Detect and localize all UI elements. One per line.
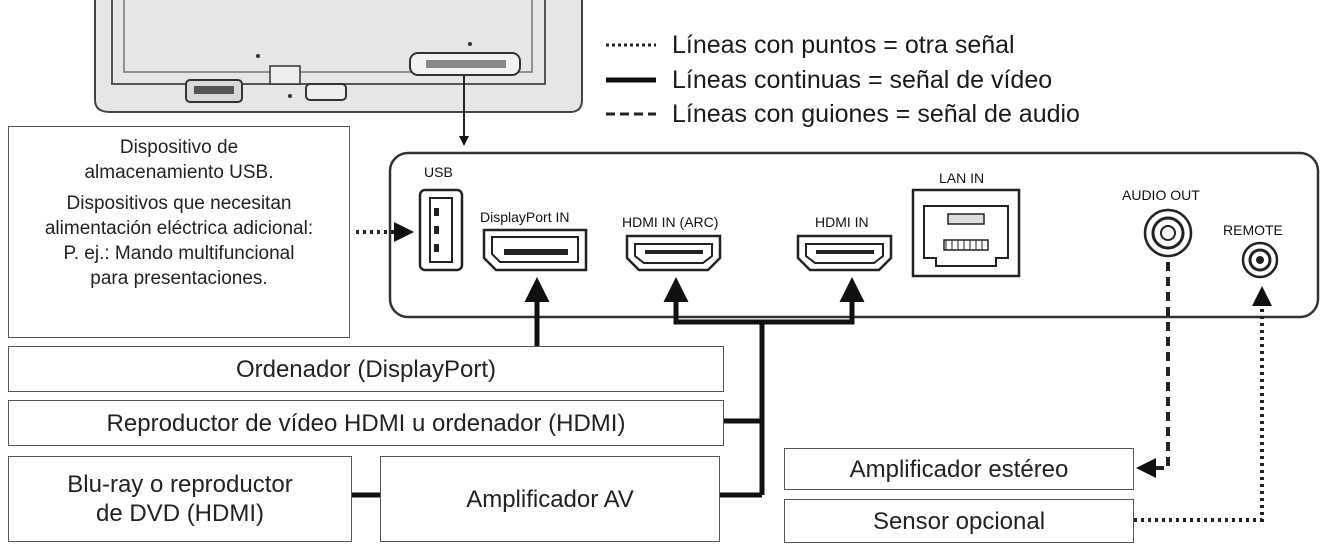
hdmi-player-box: Reproductor de vídeo HDMI u ordenador (H… [8, 400, 724, 446]
audio-out-label: AUDIO OUT [1122, 187, 1200, 203]
bluray-player-box: Blu-ray o reproductor de DVD (HDMI) [8, 456, 352, 542]
usb-port-label: USB [424, 164, 453, 180]
hdmi-in-video-wire [762, 277, 865, 325]
remote-dotted-wire [1134, 286, 1272, 522]
usb-device-line: Dispositivo de [119, 137, 239, 158]
bluray-label-line1: Blu-ray o reproductor [67, 471, 293, 498]
computer-displayport-label: Ordenador (DisplayPort) [235, 355, 497, 383]
audio-dashed-wire [1136, 262, 1170, 478]
lan-in-label: LAN IN [939, 170, 985, 186]
av-amplifier-box: Amplificador AV [380, 456, 720, 542]
remote-jack-icon [1241, 241, 1279, 279]
displayport-label: DisplayPort IN [480, 209, 570, 225]
optional-sensor-box: Sensor opcional [784, 499, 1134, 543]
stereo-amplifier-label: Amplificador estéreo [849, 455, 1069, 483]
hdmi-in-port-icon [796, 234, 893, 272]
monitor-illustration [94, 0, 583, 113]
legend-dashed-label: Líneas con guiones = señal de audio [672, 100, 1080, 128]
lan-port-icon [911, 188, 1021, 278]
hdmi-arc-video-wire [663, 277, 765, 495]
usb-device-line: para presentaciones. [90, 268, 268, 289]
hdmi-player-label: Reproductor de vídeo HDMI u ordenador (H… [106, 409, 626, 437]
hdmi-arc-port-icon [625, 234, 722, 272]
legend-dotted-label: Líneas con puntos = otra señal [672, 31, 1015, 59]
usb-device-line: Dispositivos que necesitan [66, 193, 292, 214]
audio-out-jack-icon [1143, 208, 1193, 258]
usb-port-icon [418, 188, 464, 272]
usb-device-line: P. ej.: Mando multifuncional [63, 243, 295, 264]
usb-device-line: almacenamiento USB. [84, 162, 274, 183]
usb-device-box: Dispositivo de almacenamiento USB. Dispo… [8, 126, 350, 338]
remote-label: REMOTE [1223, 222, 1283, 238]
displayport-icon [482, 228, 588, 272]
legend-solid-label: Líneas continuas = señal de vídeo [672, 66, 1053, 94]
av-amplifier-label: Amplificador AV [466, 485, 634, 513]
usb-device-line: alimentación eléctrica adicional: [44, 218, 314, 239]
stereo-amplifier-box: Amplificador estéreo [784, 448, 1134, 490]
bluray-label-line2: de DVD (HDMI) [95, 500, 264, 527]
optional-sensor-label: Sensor opcional [872, 507, 1046, 535]
computer-displayport-box: Ordenador (DisplayPort) [8, 346, 724, 392]
hdmi-arc-label: HDMI IN (ARC) [622, 214, 719, 230]
hdmi-in-label: HDMI IN [815, 214, 869, 230]
